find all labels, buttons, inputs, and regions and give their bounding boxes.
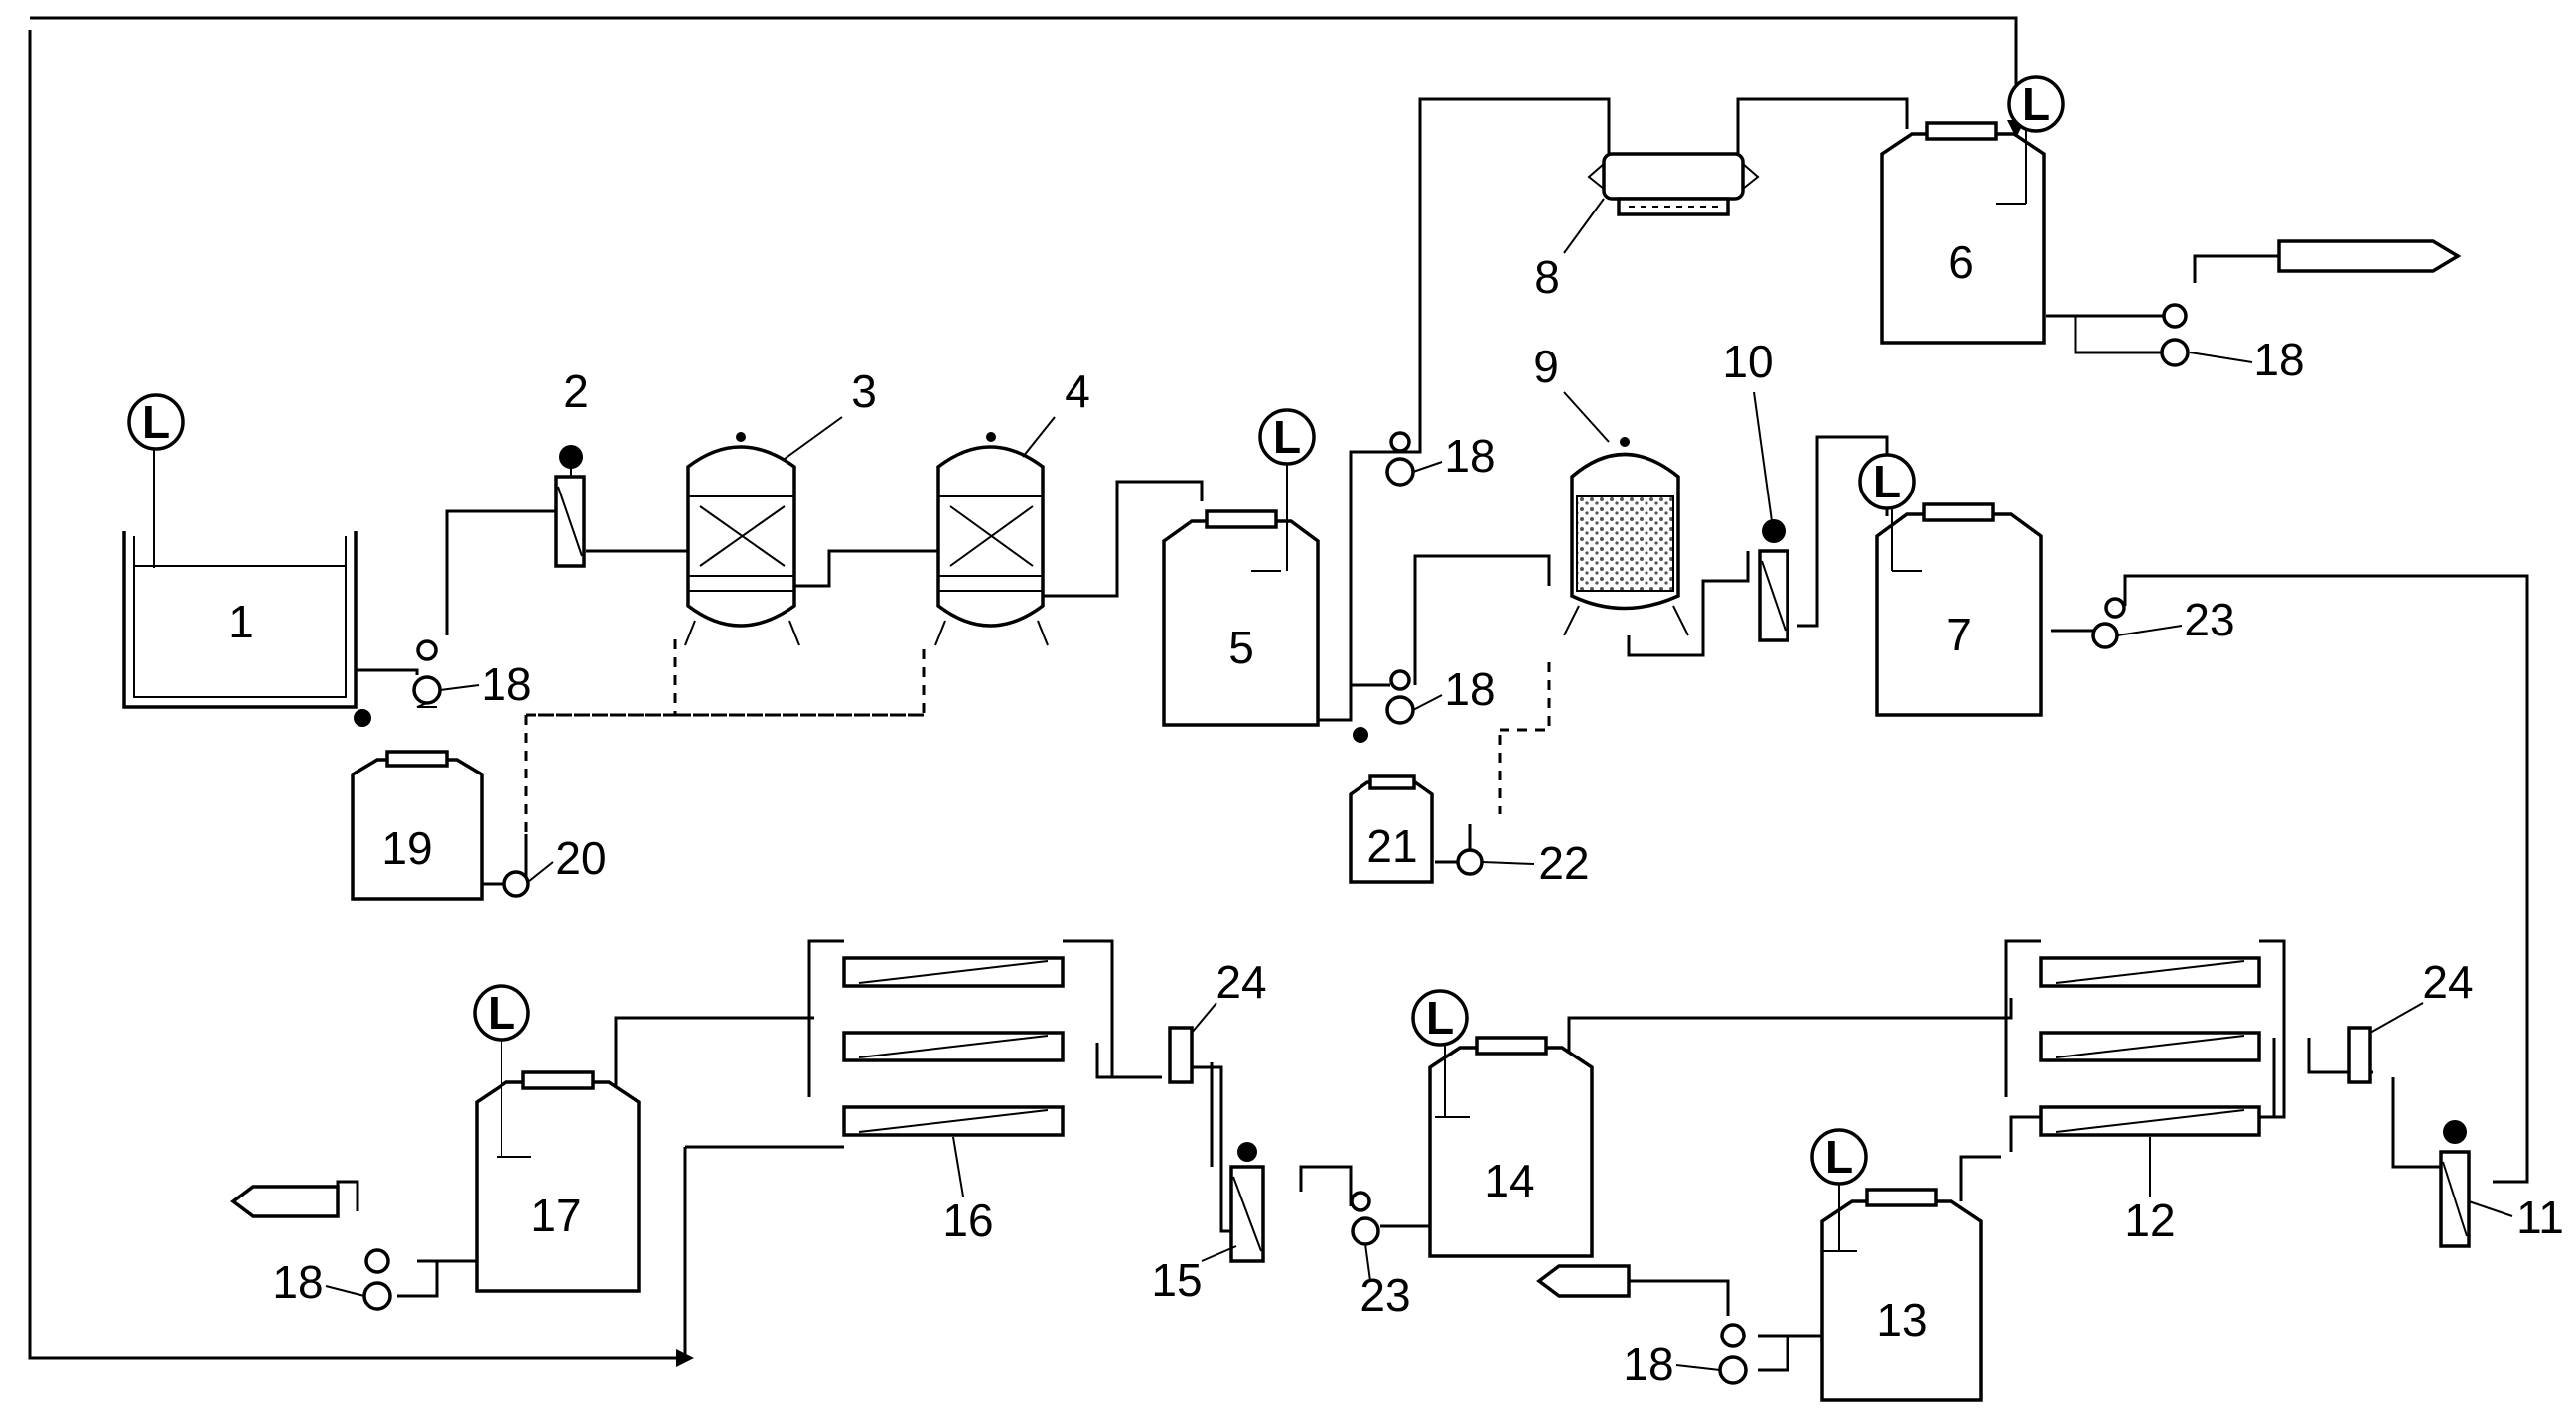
label-10: 10 xyxy=(1722,336,1773,387)
dosing-device-15 xyxy=(1229,1142,1265,1263)
label-18-b: 18 xyxy=(1444,430,1495,482)
pumps xyxy=(362,303,2190,1385)
label-6: 6 xyxy=(1948,236,1974,288)
label-18-d: 18 xyxy=(2253,334,2304,385)
level-indicator-1: L xyxy=(127,393,185,568)
label-5: 5 xyxy=(1228,622,1254,673)
dosing-device-10 xyxy=(1758,519,1789,642)
label-16: 16 xyxy=(942,1195,993,1246)
label-21: 21 xyxy=(1366,820,1417,872)
label-12: 12 xyxy=(2124,1195,2175,1246)
level-indicator-13: L xyxy=(1810,1128,1868,1251)
label-18-f: 18 xyxy=(272,1256,323,1308)
label-9: 9 xyxy=(1533,341,1559,392)
label-11: 11 xyxy=(2516,1192,2564,1243)
concentrate-outlet-arrow xyxy=(1536,1264,1631,1298)
label-19: 19 xyxy=(381,822,432,874)
dosing-device-11 xyxy=(2439,1120,2471,1248)
svg-text:L: L xyxy=(142,396,170,448)
row2-piping xyxy=(336,939,2453,1372)
level-indicator-17: L xyxy=(473,984,530,1157)
svg-text:L: L xyxy=(488,987,515,1039)
equipment-labels: 1 2 3 4 5 6 7 8 9 10 11 12 13 14 15 16 1… xyxy=(228,198,2564,1390)
label-15: 15 xyxy=(1151,1254,1202,1306)
label-18-a: 18 xyxy=(481,658,531,710)
label-7: 7 xyxy=(1946,609,1972,660)
label-8: 8 xyxy=(1534,251,1560,303)
level-indicators: L L L L L L L xyxy=(127,75,2065,1251)
pure-water-tank-17 xyxy=(475,1070,641,1293)
label-17: 17 xyxy=(530,1190,581,1241)
cartridge-filter-24b xyxy=(2347,1026,2372,1084)
concentrate-tank-13 xyxy=(1820,1188,1983,1402)
label-14: 14 xyxy=(1484,1155,1534,1206)
level-indicator-14: L xyxy=(1411,989,1469,1117)
intermediate-tank-5 xyxy=(1162,509,1320,727)
svg-text:L: L xyxy=(2022,78,2050,130)
product-tank-6 xyxy=(1880,121,2046,345)
raw-water-tank-1 xyxy=(122,531,358,709)
svg-text:L: L xyxy=(1426,992,1454,1044)
pure-water-outlet-arrow xyxy=(230,1185,340,1218)
ro-unit-12 xyxy=(2039,956,2261,1137)
svg-text:L: L xyxy=(1825,1131,1853,1183)
label-23-a: 23 xyxy=(2184,594,2234,645)
label-13: 13 xyxy=(1876,1294,1927,1345)
label-2: 2 xyxy=(563,365,589,417)
label-24-b: 24 xyxy=(2422,956,2473,1008)
uv-sterilizer-8 xyxy=(1587,152,1760,216)
product-outlet-arrow xyxy=(2277,239,2462,273)
filter-3 xyxy=(684,432,800,646)
svg-text:L: L xyxy=(1873,456,1901,507)
label-23-b: 23 xyxy=(1360,1269,1410,1321)
softened-water-tank-7 xyxy=(1875,502,2043,717)
cartridge-filter-24a xyxy=(1168,1026,1194,1084)
label-20: 20 xyxy=(555,832,606,884)
svg-text:L: L xyxy=(1273,411,1301,463)
ro-unit-16 xyxy=(842,956,1065,1137)
label-18-c: 18 xyxy=(1444,663,1495,715)
chemical-tank-19 xyxy=(351,709,484,901)
label-1: 1 xyxy=(228,596,254,647)
chemical-tank-21 xyxy=(1349,727,1434,884)
filter-4 xyxy=(934,432,1049,646)
level-indicator-6: L xyxy=(2007,75,2065,204)
label-3: 3 xyxy=(851,365,877,417)
label-18-e: 18 xyxy=(1623,1338,1673,1390)
label-24-a: 24 xyxy=(1216,956,1266,1008)
level-indicator-7: L xyxy=(1858,453,1916,571)
label-4: 4 xyxy=(1065,365,1090,417)
level-indicator-5: L xyxy=(1258,408,1316,571)
intermediate-tank-14 xyxy=(1428,1036,1594,1258)
ion-exchange-9 xyxy=(1563,437,1689,636)
label-22: 22 xyxy=(1538,837,1589,889)
dosing-device-2 xyxy=(554,445,586,568)
